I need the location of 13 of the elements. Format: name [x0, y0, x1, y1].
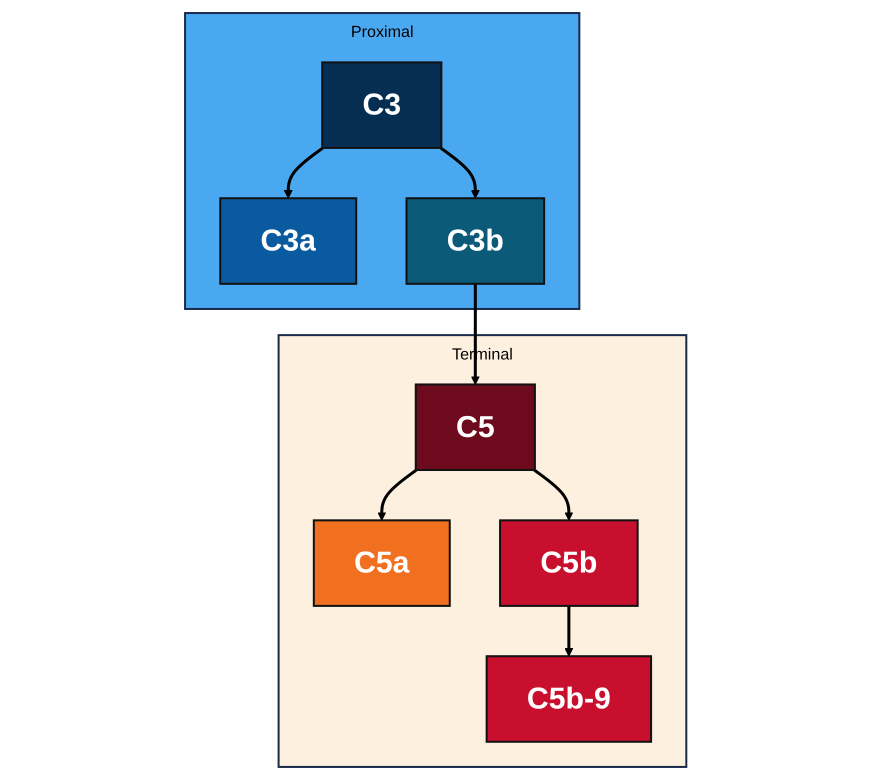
node-box: C3 — [322, 60, 443, 148]
node-box: C3a — [220, 196, 358, 284]
arrow — [564, 605, 574, 656]
arrow — [284, 146, 324, 198]
arrow — [534, 468, 574, 520]
node-box: C5b — [499, 518, 639, 606]
node-box: C5 — [415, 382, 536, 471]
node-box: C3b — [406, 196, 546, 284]
arrow — [471, 283, 480, 384]
node-box: C5b-9 — [486, 654, 652, 742]
arrow — [440, 146, 480, 198]
arrow — [378, 468, 418, 520]
node-box: C5a — [313, 518, 452, 606]
